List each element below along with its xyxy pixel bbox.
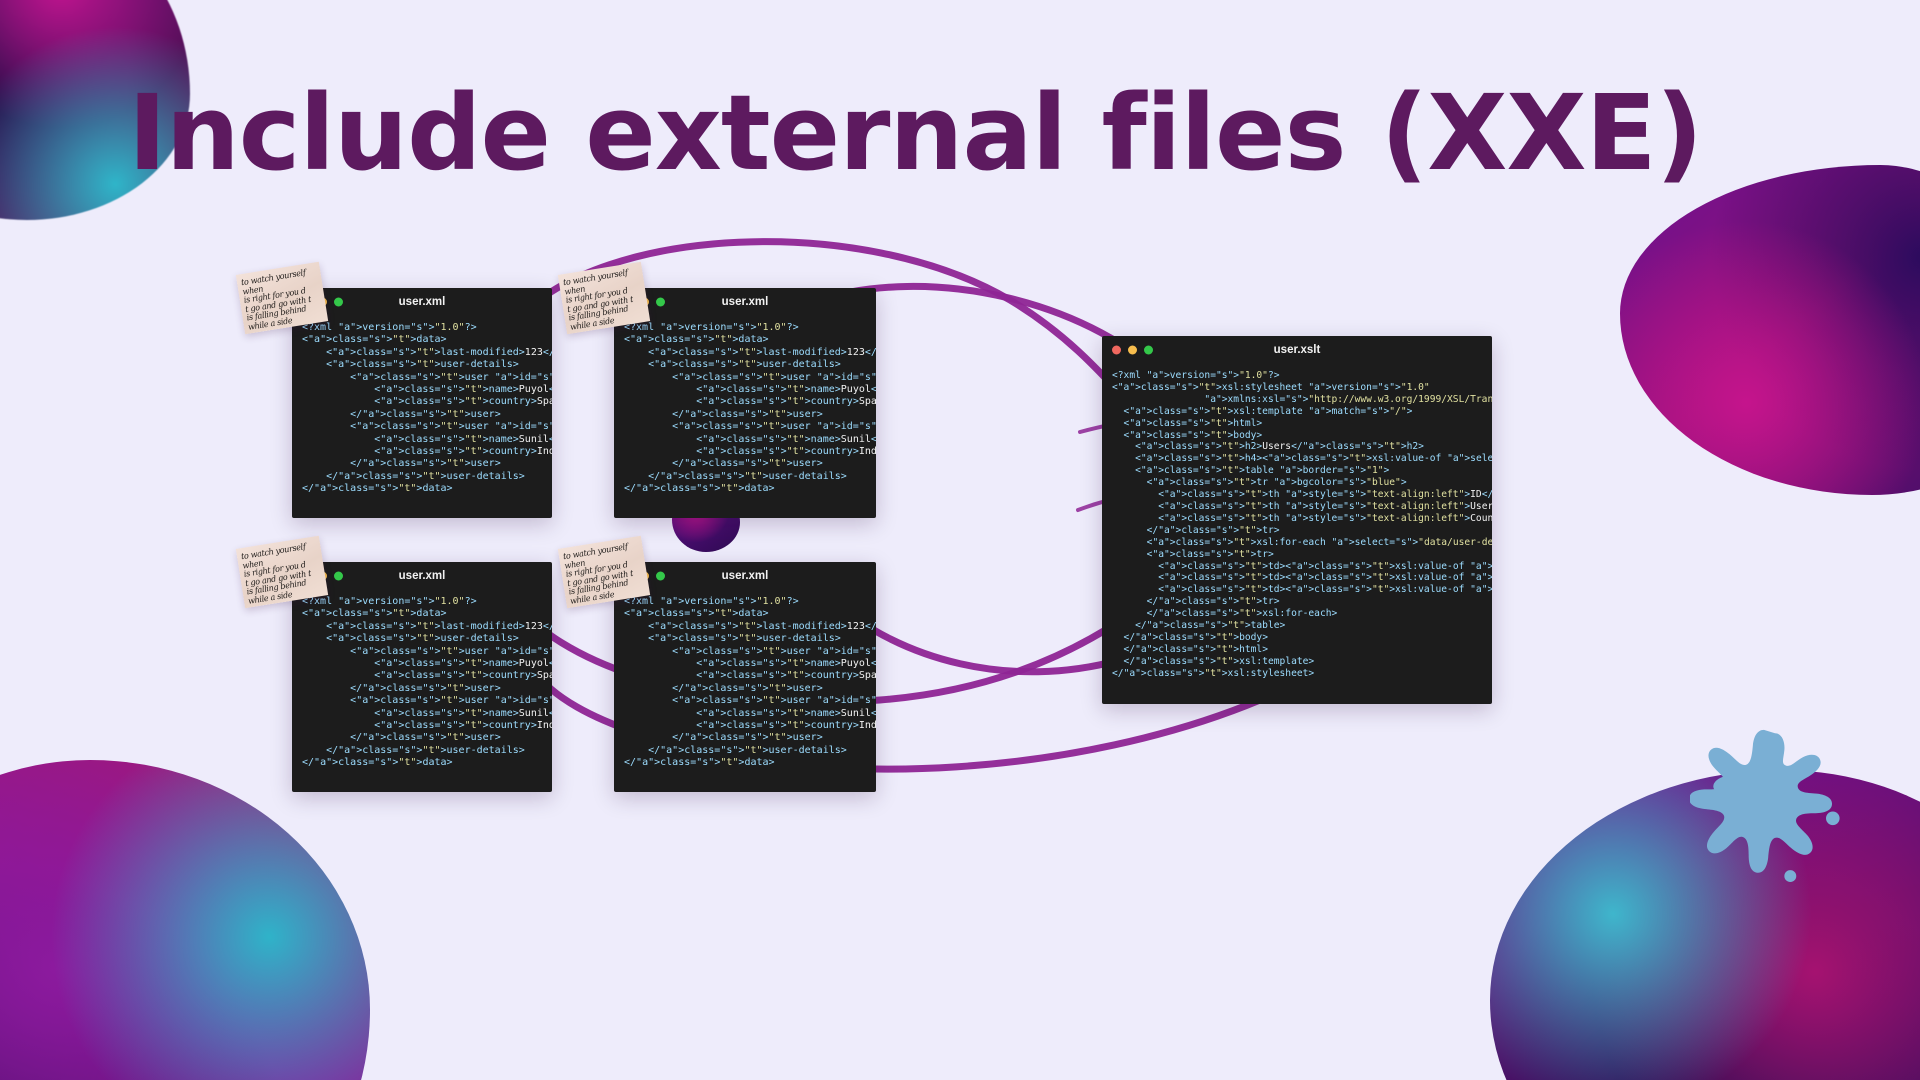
code-window-user-xml-2[interactable]: user.xml <?xml "a">version="s">"1.0"?> <… xyxy=(614,288,876,518)
window-traffic-lights[interactable] xyxy=(1112,345,1153,355)
maximize-dot-icon[interactable] xyxy=(656,571,665,581)
window-title: user.xml xyxy=(398,570,446,582)
maximize-dot-icon[interactable] xyxy=(334,571,343,581)
window-titlebar[interactable]: user.xml xyxy=(292,562,552,590)
code-content: <?xml "a">version="s">"1.0"?> <"a">class… xyxy=(624,322,876,495)
decorative-blob-top-right xyxy=(1620,165,1920,495)
decorative-splat-icon xyxy=(1690,729,1840,883)
window-title: user.xml xyxy=(398,296,446,308)
code-content: <?xml "a">version="s">"1.0"?> <"a">class… xyxy=(624,596,876,769)
window-titlebar[interactable]: user.xml xyxy=(292,288,552,316)
maximize-dot-icon[interactable] xyxy=(1144,345,1153,355)
window-titlebar[interactable]: user.xml xyxy=(614,288,876,316)
window-title: user.xml xyxy=(721,570,769,582)
window-title: user.xslt xyxy=(1273,344,1321,356)
window-title: user.xml xyxy=(721,296,769,308)
window-titlebar[interactable]: user.xslt xyxy=(1102,336,1492,364)
code-content: <?xml "a">version="s">"1.0"?> <"a">class… xyxy=(1112,370,1492,679)
maximize-dot-icon[interactable] xyxy=(656,297,665,307)
window-titlebar[interactable]: user.xml xyxy=(614,562,876,590)
code-window-user-xml-3[interactable]: user.xml <?xml "a">version="s">"1.0"?> <… xyxy=(292,562,552,792)
close-dot-icon[interactable] xyxy=(1112,345,1121,355)
code-content: <?xml "a">version="s">"1.0"?> <"a">class… xyxy=(302,322,552,495)
minimize-dot-icon[interactable] xyxy=(1128,345,1137,355)
code-window-user-xslt[interactable]: user.xslt <?xml "a">version="s">"1.0"?> … xyxy=(1102,336,1492,704)
code-content: <?xml "a">version="s">"1.0"?> <"a">class… xyxy=(302,596,552,769)
maximize-dot-icon[interactable] xyxy=(334,297,343,307)
code-window-user-xml-4[interactable]: user.xml <?xml "a">version="s">"1.0"?> <… xyxy=(614,562,876,792)
decorative-blob-bottom-left xyxy=(0,760,370,1080)
code-window-user-xml-1[interactable]: user.xml <?xml "a">version="s">"1.0"?> <… xyxy=(292,288,552,518)
page-title: Include external files (XXE) xyxy=(128,72,1703,194)
